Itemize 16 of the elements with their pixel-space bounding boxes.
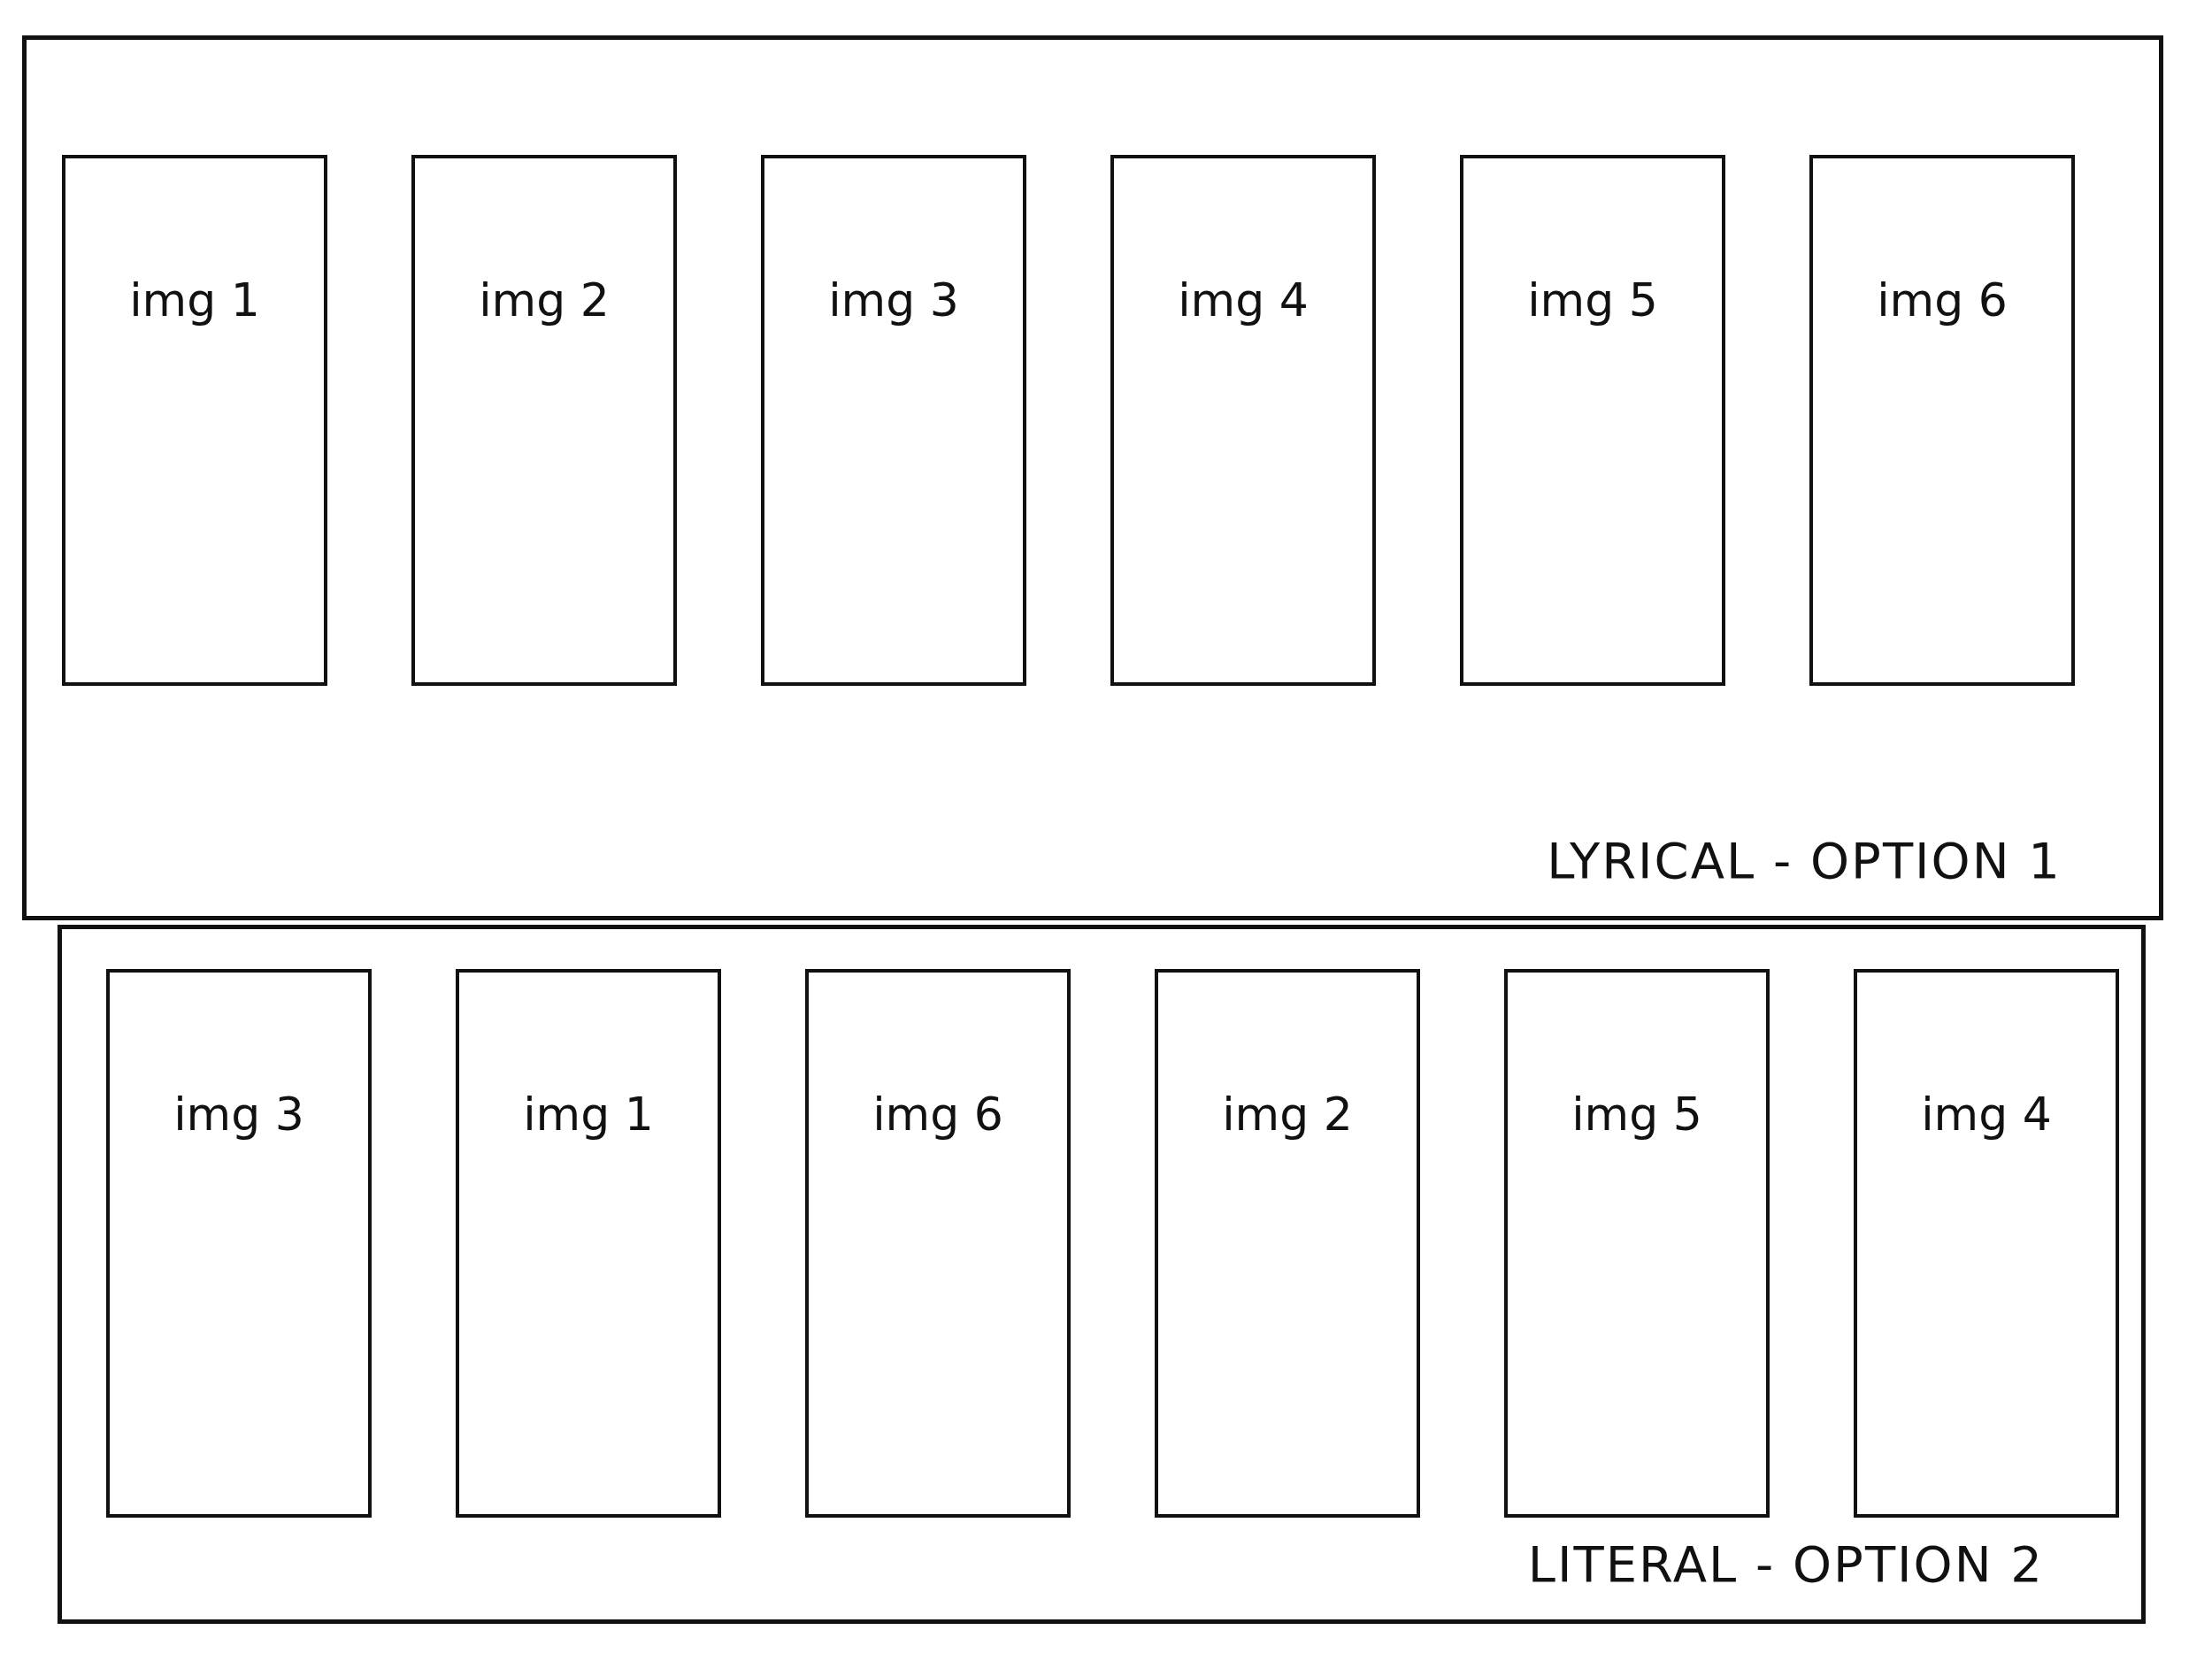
image-frame: img 1	[456, 969, 721, 1518]
layout-panel	[58, 925, 2146, 1624]
layout-panel	[22, 35, 2163, 920]
image-frame: img 1	[62, 155, 327, 686]
image-frame: img 6	[1809, 155, 2075, 686]
option-label: LITERAL - OPTION 2	[1527, 1535, 2044, 1593]
image-frame: img 3	[761, 155, 1026, 686]
image-frame: img 6	[805, 969, 1071, 1518]
image-frame: img 2	[1155, 969, 1420, 1518]
image-frame: img 5	[1504, 969, 1770, 1518]
image-frame: img 4	[1854, 969, 2119, 1518]
option-label: LYRICAL - OPTION 1	[1547, 832, 2062, 889]
image-frame: img 5	[1460, 155, 1725, 686]
image-frame: img 2	[411, 155, 677, 686]
image-frame: img 3	[106, 969, 372, 1518]
image-frame: img 4	[1110, 155, 1376, 686]
